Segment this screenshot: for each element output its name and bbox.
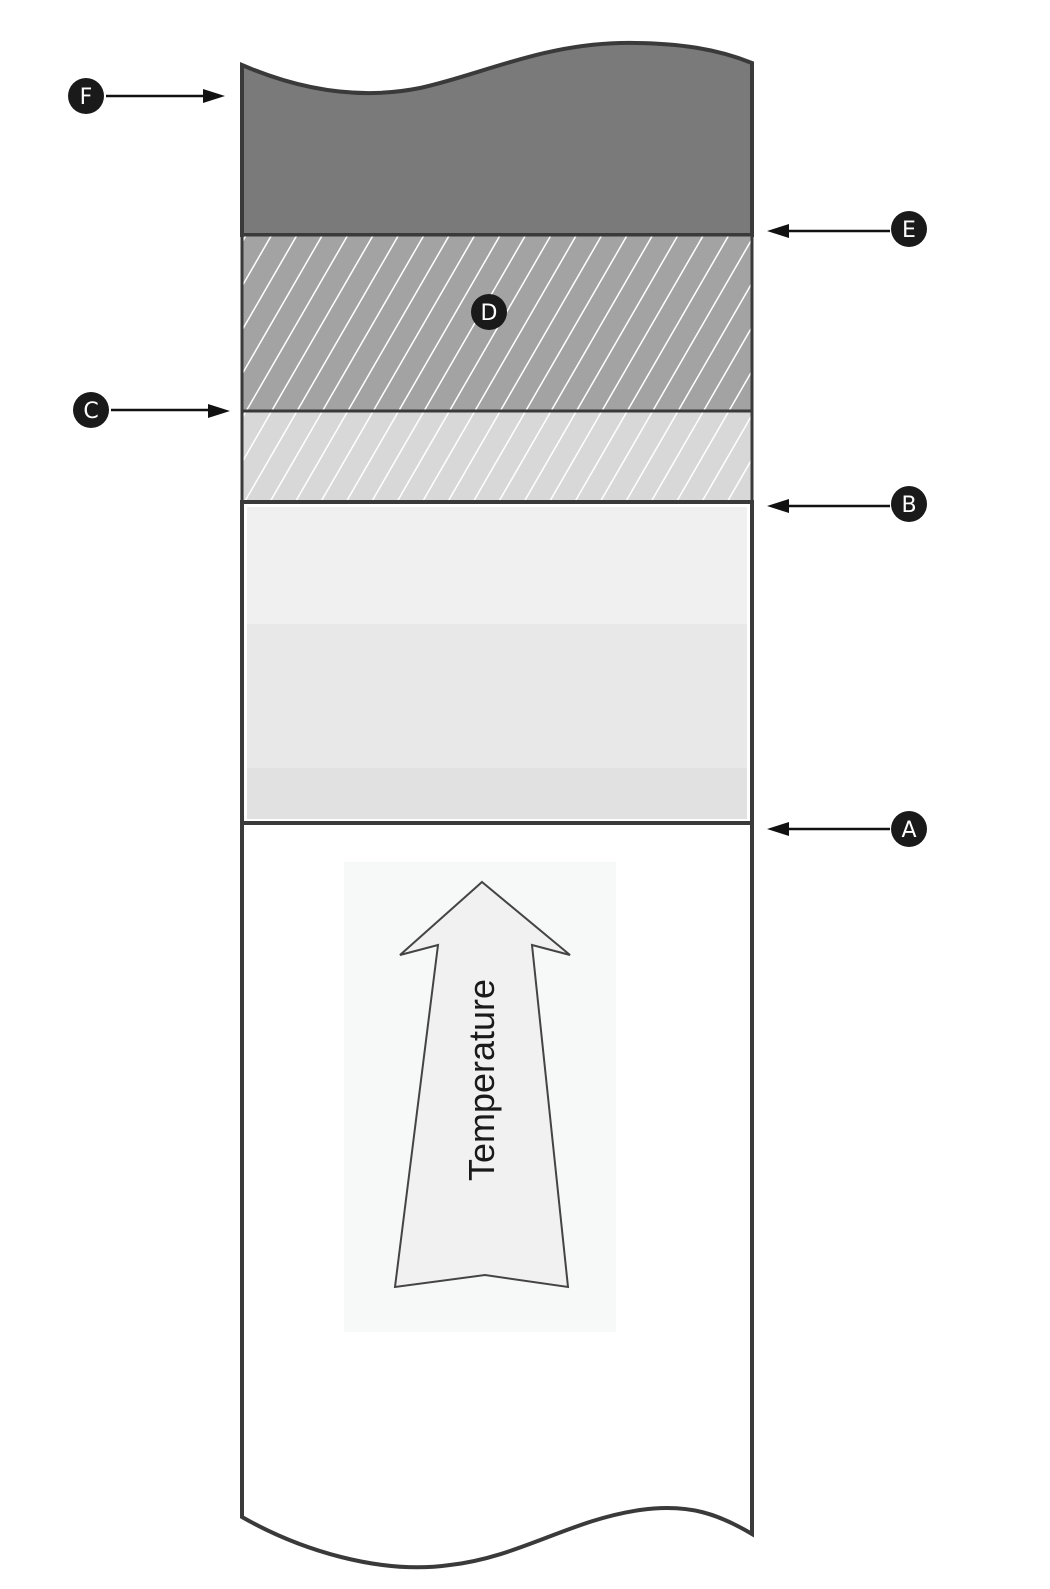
- arrow-left-icon: [767, 822, 789, 836]
- layer-c-b: [240, 409, 754, 504]
- svg-text:F: F: [80, 85, 93, 110]
- arrow-left-icon: [767, 224, 789, 238]
- label-f: F: [68, 78, 225, 114]
- arrow-right-icon: [208, 404, 230, 418]
- label-c: C: [73, 392, 230, 428]
- label-d: D: [471, 294, 507, 330]
- temperature-label: Temperature: [461, 979, 502, 1181]
- svg-text:D: D: [481, 301, 498, 326]
- label-b: B: [767, 486, 927, 522]
- layer-b-a: [240, 500, 754, 825]
- svg-text:A: A: [901, 818, 916, 843]
- arrow-right-icon: [203, 89, 225, 103]
- arrow-left-icon: [767, 499, 789, 513]
- svg-text:C: C: [83, 399, 98, 424]
- svg-text:E: E: [902, 218, 916, 243]
- label-e: E: [767, 211, 927, 247]
- svg-text:B: B: [901, 493, 916, 518]
- temperature-arrow-icon: [393, 880, 571, 1289]
- label-a: A: [767, 811, 927, 847]
- layer-f: [240, 40, 754, 237]
